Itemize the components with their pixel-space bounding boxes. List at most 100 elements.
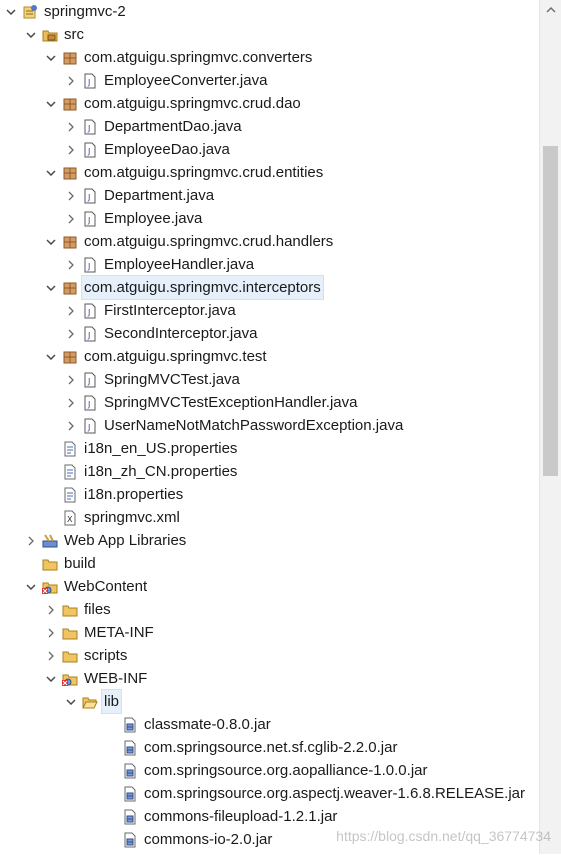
- tree-item[interactable]: com.atguigu.springmvc.interceptors: [44, 275, 324, 300]
- collapse-chevron-right-icon[interactable]: [24, 529, 38, 552]
- collapse-chevron-right-icon[interactable]: [64, 184, 78, 207]
- tree-item[interactable]: src: [24, 23, 86, 46]
- tree-item-label: springmvc.xml: [84, 509, 180, 526]
- tree-item[interactable]: commons-fileupload-1.2.1.jar: [104, 805, 339, 828]
- tree-item[interactable]: com.springsource.org.aspectj.weaver-1.6.…: [104, 782, 527, 805]
- java-file-icon: J: [82, 372, 98, 388]
- expand-chevron-down-icon[interactable]: [44, 667, 58, 690]
- tree-item[interactable]: com.atguigu.springmvc.crud.dao: [44, 92, 303, 115]
- collapse-chevron-right-icon[interactable]: [44, 621, 58, 644]
- expand-chevron-down-icon[interactable]: [44, 92, 58, 115]
- tree-item[interactable]: com.springsource.org.aopalliance-1.0.0.j…: [104, 759, 429, 782]
- tree-item[interactable]: WEB-INF: [44, 667, 149, 690]
- tree-item-label: SpringMVCTest.java: [104, 371, 240, 388]
- tree-item-label: com.springsource.org.aopalliance-1.0.0.j…: [144, 762, 428, 779]
- tree-item-label: i18n_zh_CN.properties: [84, 463, 238, 480]
- java-file-icon: J: [82, 211, 98, 227]
- tree-item[interactable]: com.atguigu.springmvc.crud.entities: [44, 161, 325, 184]
- collapse-chevron-right-icon[interactable]: [44, 598, 58, 621]
- collapse-chevron-right-icon[interactable]: [64, 253, 78, 276]
- svg-text:J: J: [87, 308, 90, 317]
- tree-item-label: Employee.java: [104, 210, 203, 227]
- scrollbar-thumb[interactable]: [543, 146, 558, 476]
- jar-file-icon: [122, 717, 138, 733]
- expand-chevron-down-icon[interactable]: [44, 230, 58, 253]
- tree-item-label: com.atguigu.springmvc.crud.dao: [84, 95, 301, 112]
- tree-item[interactable]: classmate-0.8.0.jar: [104, 713, 273, 736]
- collapse-chevron-right-icon[interactable]: [64, 115, 78, 138]
- tree-item[interactable]: scripts: [44, 644, 129, 667]
- properties-file-icon: [62, 464, 78, 480]
- watermark-text: https://blog.csdn.net/qq_36774734: [336, 828, 551, 844]
- tree-item[interactable]: J SpringMVCTest.java: [64, 368, 242, 391]
- tree-item[interactable]: springmvc-2: [4, 0, 128, 23]
- tree-item-label: EmployeeHandler.java: [104, 256, 255, 273]
- expand-chevron-down-icon[interactable]: [64, 690, 78, 713]
- collapse-chevron-right-icon[interactable]: [64, 69, 78, 92]
- expand-chevron-down-icon[interactable]: [24, 575, 38, 598]
- tree-item-label: com.atguigu.springmvc.test: [84, 348, 267, 365]
- expand-chevron-down-icon[interactable]: [24, 23, 38, 46]
- tree-item[interactable]: i18n.properties: [44, 483, 185, 506]
- tree-item-label: WEB-INF: [84, 670, 148, 687]
- xml-file-icon: X: [62, 510, 78, 526]
- tree-item[interactable]: Web App Libraries: [24, 529, 188, 552]
- tree-item-label: Department.java: [104, 187, 215, 204]
- collapse-chevron-right-icon[interactable]: [64, 322, 78, 345]
- scroll-up-arrow-icon[interactable]: [540, 0, 561, 20]
- tree-item[interactable]: META-INF: [44, 621, 156, 644]
- tree-item-label: scripts: [84, 647, 128, 664]
- tree-item[interactable]: com.atguigu.springmvc.test: [44, 345, 269, 368]
- tree-item-label: com.springsource.org.aspectj.weaver-1.6.…: [144, 785, 526, 802]
- collapse-chevron-right-icon[interactable]: [64, 299, 78, 322]
- toggle-spacer: [24, 552, 38, 575]
- tree-item-label: commons-io-2.0.jar: [144, 831, 273, 848]
- jar-file-icon: [122, 740, 138, 756]
- expand-chevron-down-icon[interactable]: [4, 0, 18, 23]
- toggle-spacer: [104, 805, 118, 828]
- tree-item[interactable]: i18n_en_US.properties: [44, 437, 239, 460]
- tree-item-label: META-INF: [84, 624, 154, 641]
- tree-item[interactable]: com.atguigu.springmvc.crud.handlers: [44, 230, 335, 253]
- tree-item[interactable]: J Employee.java: [64, 207, 204, 230]
- toggle-spacer: [104, 759, 118, 782]
- expand-chevron-down-icon[interactable]: [44, 161, 58, 184]
- tree-item[interactable]: WebContent: [24, 575, 149, 598]
- jar-file-icon: [122, 763, 138, 779]
- expand-chevron-down-icon[interactable]: [44, 345, 58, 368]
- tree-item[interactable]: com.atguigu.springmvc.converters: [44, 46, 314, 69]
- tree-item[interactable]: com.springsource.net.sf.cglib-2.2.0.jar: [104, 736, 399, 759]
- collapse-chevron-right-icon[interactable]: [44, 644, 58, 667]
- tree-item-label: com.atguigu.springmvc.converters: [84, 49, 313, 66]
- expand-chevron-down-icon[interactable]: [44, 276, 58, 299]
- jar-file-icon: [122, 809, 138, 825]
- tree-item[interactable]: lib: [64, 689, 123, 714]
- collapse-chevron-right-icon[interactable]: [64, 391, 78, 414]
- collapse-chevron-right-icon[interactable]: [64, 368, 78, 391]
- library-icon: [42, 533, 58, 549]
- java-file-icon: J: [82, 119, 98, 135]
- collapse-chevron-right-icon[interactable]: [64, 414, 78, 437]
- tree-item[interactable]: commons-io-2.0.jar: [104, 828, 274, 851]
- collapse-chevron-right-icon[interactable]: [64, 138, 78, 161]
- tree-item[interactable]: files: [44, 598, 113, 621]
- package-icon: [62, 234, 78, 250]
- expand-chevron-down-icon[interactable]: [44, 46, 58, 69]
- tree-item[interactable]: build: [24, 552, 98, 575]
- package-icon: [62, 349, 78, 365]
- tree-item[interactable]: i18n_zh_CN.properties: [44, 460, 239, 483]
- vertical-scrollbar[interactable]: [539, 0, 561, 854]
- java-file-icon: J: [82, 418, 98, 434]
- collapse-chevron-right-icon[interactable]: [64, 207, 78, 230]
